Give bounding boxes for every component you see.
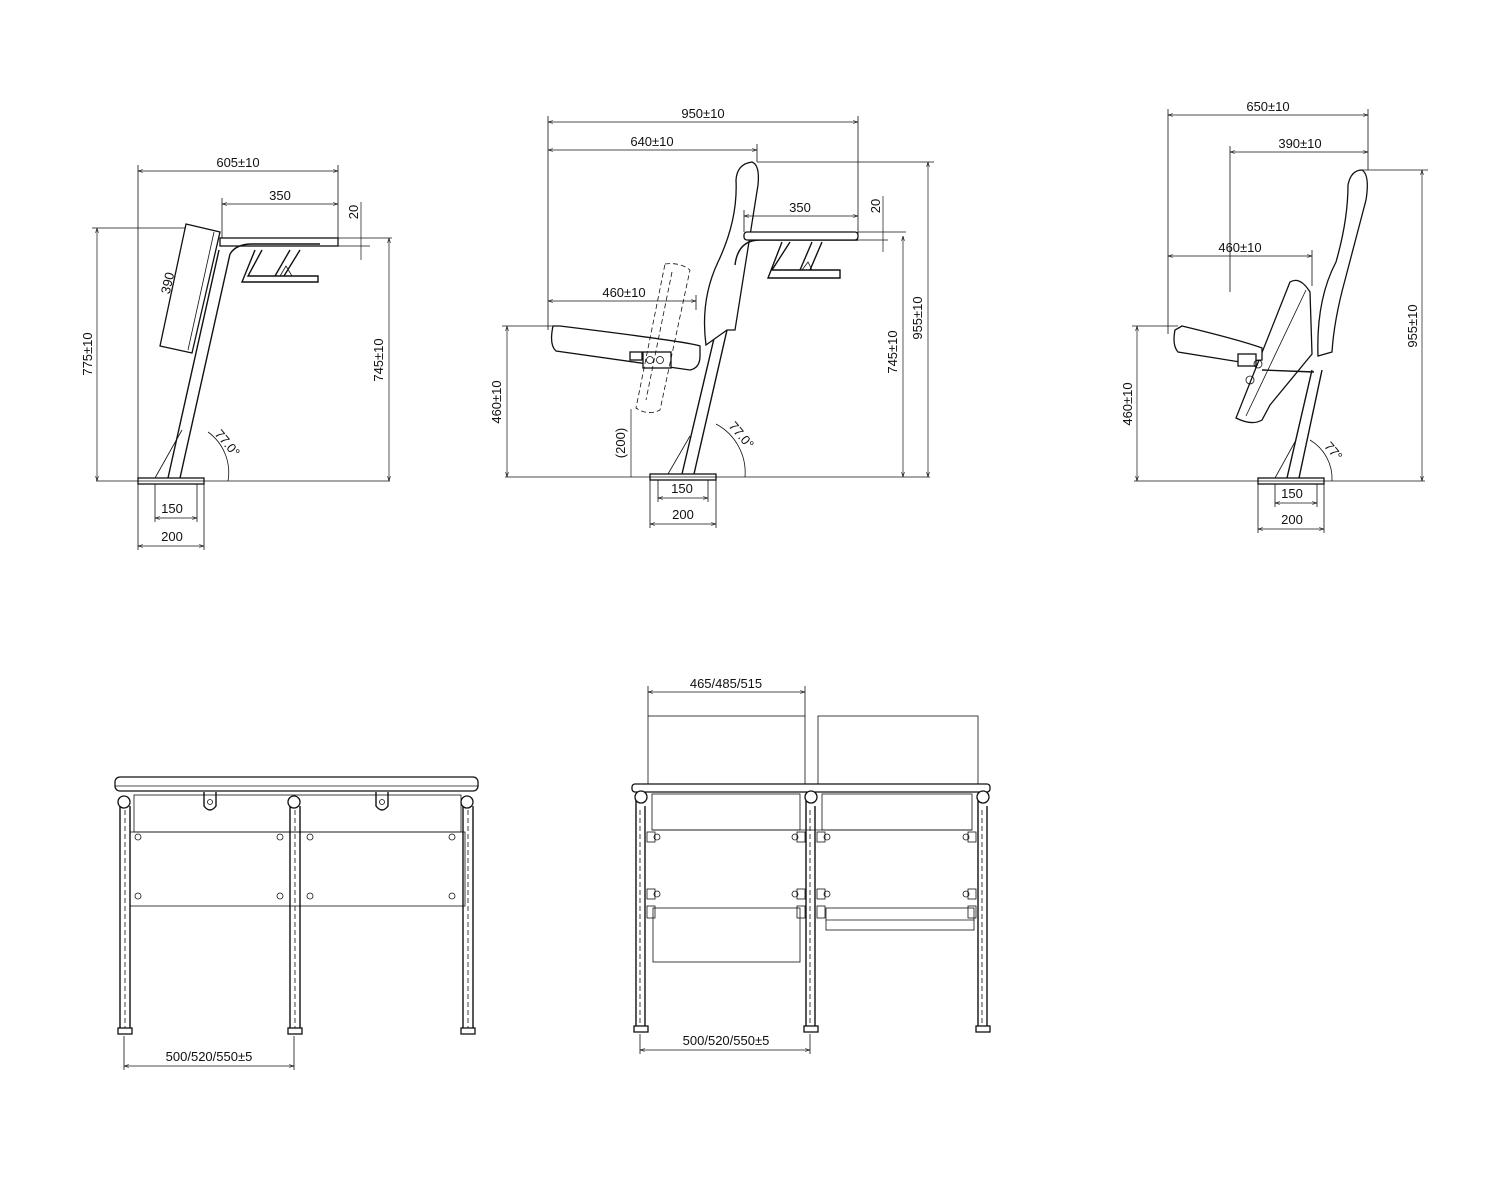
dim-table-base-inner: 150 [161,501,183,516]
dim-table-front-pitch: 500/520/550±5 [166,1049,253,1064]
dim-chair-tablet-depth: 350 [789,200,811,215]
table-side-view: 605±10 350 20 390 775±10 745±10 77.0° 15… [80,155,392,550]
dim-chair-tablet-seat-depth: 460±10 [602,285,645,300]
chair-front-view: 465/485/515 500/520/550±5 [631,676,991,1054]
dim-chair-tablet-overall-height: 955±10 [910,296,925,339]
dim-table-base-outer: 200 [161,529,183,544]
dim-table-width: 605±10 [216,155,259,170]
dim-chair-tablet-seat-height: 460±10 [489,380,504,423]
dim-table-panel-length: 390 [158,271,177,296]
dim-chair-seat-depth: 460±10 [1218,240,1261,255]
dim-chair-height: 955±10 [1405,304,1420,347]
dim-chair-seat-height: 460±10 [1120,382,1135,425]
dim-chair-tablet-base-inner: 150 [671,481,693,496]
dim-chair-tablet-height: 745±10 [885,330,900,373]
dim-chair-tablet-thickness: 20 [868,199,883,213]
dim-chair-back-to-tablet: 640±10 [630,134,673,149]
dim-chair-tablet-width: 950±10 [681,106,724,121]
table-front-view: 500/520/550±5 [114,776,479,1070]
dim-chair-base-outer: 200 [1281,512,1303,527]
dim-chair-front-back-width: 465/485/515 [690,676,762,691]
dim-table-height: 775±10 [80,332,95,375]
dim-table-tablet-thickness: 20 [346,205,361,219]
dim-table-tablet-height: 745±10 [371,338,386,381]
dim-chair-folded-seat: (200) [613,428,628,458]
dim-chair-tablet-base-outer: 200 [672,507,694,522]
dim-table-angle: 77.0° [212,427,243,460]
dim-chair-front-pitch: 500/520/550±5 [683,1033,770,1048]
dim-chair-angle: 77° [1321,439,1345,464]
chair-tablet-side-view: 950±10 640±10 350 20 460±10 460±10 (200)… [489,106,934,528]
dim-chair-base-inner: 150 [1281,486,1303,501]
dim-chair-width: 650±10 [1246,99,1289,114]
chair-side-view: 650±10 390±10 460±10 460±10 955±10 77° 1… [1120,99,1428,533]
dim-table-tablet-depth: 350 [269,188,291,203]
dim-chair-back-depth: 390±10 [1278,136,1321,151]
